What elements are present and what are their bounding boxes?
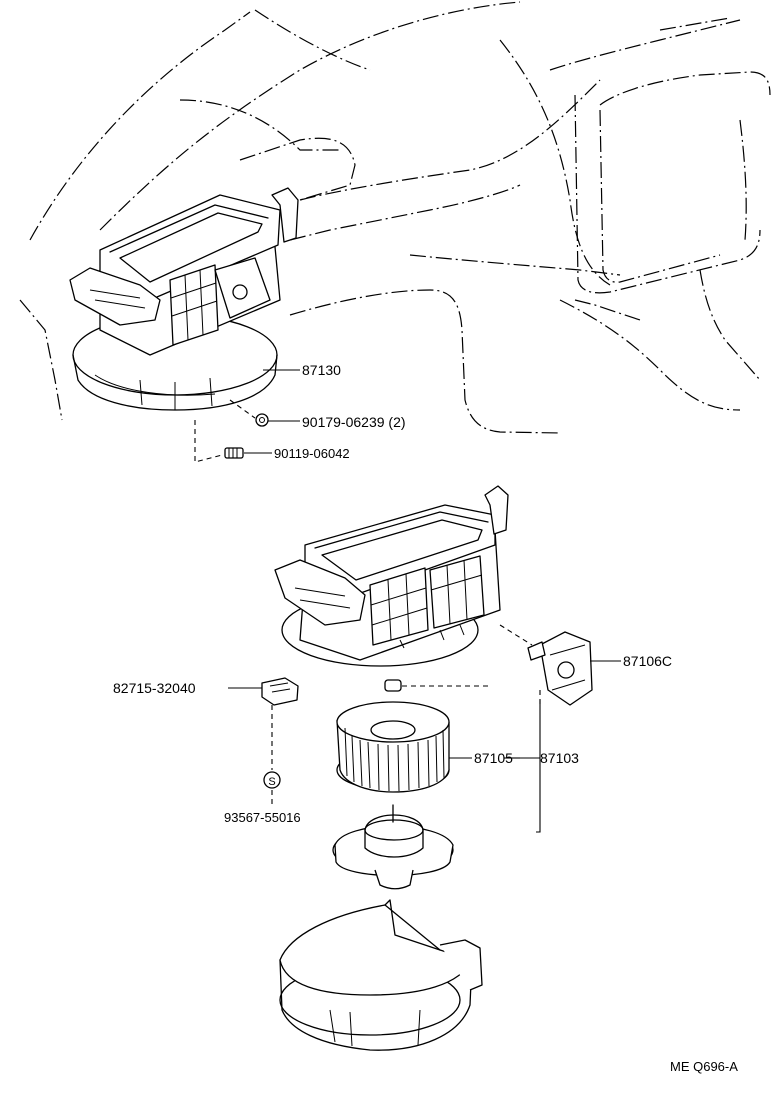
resistor-87106c xyxy=(527,631,593,706)
part-labels: 87130 90179-06239 (2) 90119-06042 87106C… xyxy=(113,362,672,825)
label-87105: 87105 xyxy=(474,750,513,766)
label-87130: 87130 xyxy=(302,362,341,378)
vehicle-outline xyxy=(19,1,771,434)
label-90179-06239: 90179-06239 (2) xyxy=(302,414,406,430)
figure-code: ME Q696-A xyxy=(670,1059,738,1074)
s-marker-label: S xyxy=(268,776,275,788)
nut-icon xyxy=(255,413,269,427)
fasteners-top xyxy=(194,399,269,463)
leader-lines xyxy=(228,369,621,833)
connector-82715-32040 xyxy=(261,677,299,706)
blower-case-exploded xyxy=(274,485,509,667)
lower-case xyxy=(279,899,483,1051)
fan-87105 xyxy=(336,701,450,793)
screw-s-marker: S xyxy=(263,771,281,789)
motor-87103 xyxy=(332,804,454,890)
bushing xyxy=(384,679,402,692)
label-87106c: 87106C xyxy=(623,653,672,669)
bolt-icon xyxy=(224,447,244,459)
screw-icon xyxy=(263,771,281,789)
blower-assembly-installed xyxy=(69,187,299,411)
label-90119-06042: 90119-06042 xyxy=(274,446,350,461)
label-82715-32040: 82715-32040 xyxy=(113,680,196,696)
label-93567-55016: 93567-55016 xyxy=(224,810,301,825)
label-87103: 87103 xyxy=(540,750,579,766)
